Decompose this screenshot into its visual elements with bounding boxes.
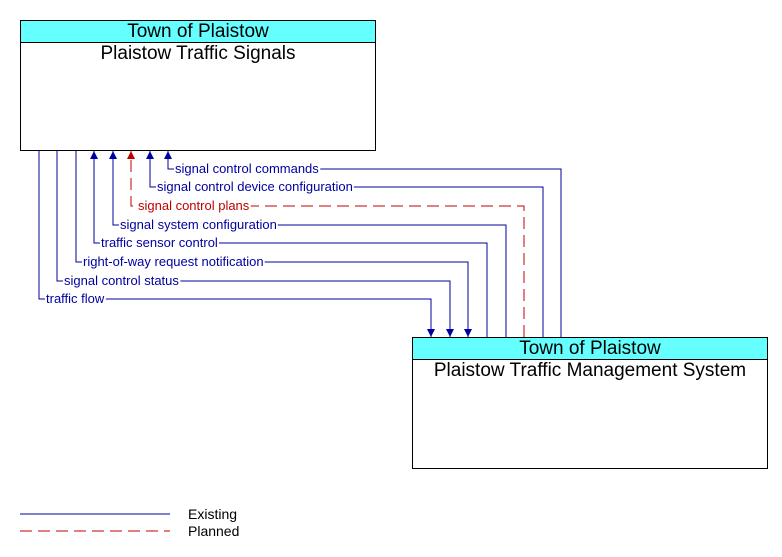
flow-label: signal system configuration <box>120 217 277 232</box>
flow-line-right-of-way-request-notification[interactable] <box>75 151 472 337</box>
flow-label-background <box>174 161 321 176</box>
flow-line-signal-control-commands[interactable] <box>164 151 562 337</box>
flow-line-traffic-sensor-control[interactable] <box>90 151 488 337</box>
box-name-label: Plaistow Traffic Signals <box>100 43 296 64</box>
box-owner-label: Town of Plaistow <box>21 21 375 43</box>
box-name-label: Plaistow Traffic Management System <box>433 360 747 381</box>
flow-line-signal-system-configuration[interactable] <box>109 151 507 337</box>
flow-label: signal control status <box>64 273 179 288</box>
flow-label-background <box>63 273 181 288</box>
flow-label: signal control plans <box>138 198 250 213</box>
flow-label: signal control device configuration <box>157 179 353 194</box>
legend-existing-label: Existing <box>188 506 238 522</box>
flow-line-signal-control-status[interactable] <box>56 151 454 337</box>
element-box-traffic-management-system[interactable]: Town of Plaistow Plaistow Traffic Manage… <box>412 337 768 469</box>
flow-label-background <box>137 198 251 213</box>
flow-line-signal-control-plans[interactable] <box>127 151 525 337</box>
flow-label-background <box>45 291 106 306</box>
flow-label: traffic flow <box>46 291 105 306</box>
box-owner-label: Town of Plaistow <box>413 338 767 360</box>
flow-label-background <box>100 235 219 250</box>
flow-label: traffic sensor control <box>101 235 218 250</box>
legend-planned-label: Planned <box>188 523 240 539</box>
flow-label: right-of-way request notification <box>83 254 264 269</box>
flow-line-traffic-flow[interactable] <box>38 151 435 337</box>
flow-label: signal control commands <box>175 161 319 176</box>
element-box-traffic-signals[interactable]: Town of Plaistow Plaistow Traffic Signal… <box>20 20 376 151</box>
flow-label-background <box>82 254 265 269</box>
flow-label-background <box>119 217 278 232</box>
flow-label-background <box>156 179 354 194</box>
